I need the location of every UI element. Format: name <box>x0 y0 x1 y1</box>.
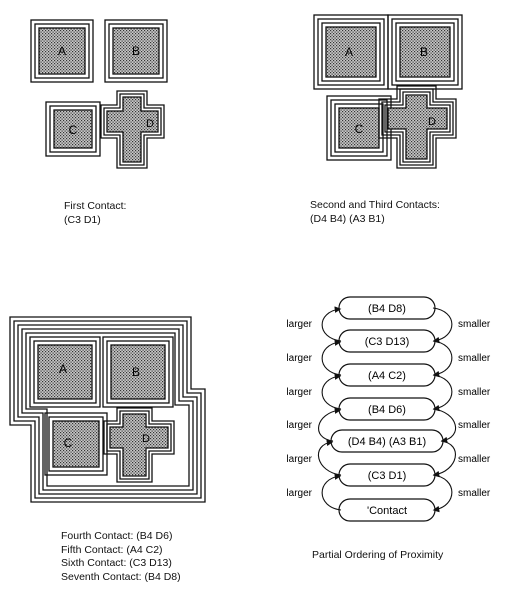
smaller-labels: smaller smaller smaller smaller smaller … <box>458 319 491 499</box>
smaller-label-2: smaller <box>458 353 491 364</box>
block-a-label: A <box>59 362 67 376</box>
smaller-arrow-5 <box>432 440 456 478</box>
node-3-label: (A4 C2) <box>368 370 406 382</box>
larger-arrows <box>317 306 342 511</box>
node-1-label: (B4 D8) <box>368 303 406 315</box>
node-5-label: (D4 B4) (A3 B1) <box>348 436 426 448</box>
node-6: (C3 D1) <box>338 463 436 487</box>
caption-first-contact-detail: (C3 D1) <box>64 213 101 226</box>
block-b: B <box>387 14 463 90</box>
node-2-label: (C3 D13) <box>365 336 410 348</box>
smaller-arrow-6 <box>432 474 453 513</box>
node-4-label: (B4 D6) <box>368 404 406 416</box>
block-d-label: D <box>428 116 436 128</box>
node-6-label: (C3 D1) <box>368 470 407 482</box>
smaller-arrow-1 <box>432 307 453 344</box>
caption-fourth-seventh-contacts: Fourth Contact: (B4 D6) Fifth Contact: (… <box>61 530 181 584</box>
caption-partial-ordering-text: Partial Ordering of Proximity <box>312 549 444 561</box>
block-b-label: B <box>420 45 428 59</box>
larger-arrow-6 <box>321 473 342 511</box>
block-c-label: C <box>69 123 78 137</box>
node-2: (C3 D13) <box>338 329 436 353</box>
block-d: D <box>100 90 165 169</box>
block-a: A <box>29 336 101 408</box>
contact-outline-rings <box>9 316 206 503</box>
caption-line-fifth: Fifth Contact: (A4 C2) <box>61 543 163 556</box>
caption-line-sixth: Sixth Contact: (C3 D13) <box>61 557 172 569</box>
smaller-label-4: smaller <box>458 420 491 431</box>
smaller-label-1: smaller <box>458 319 491 330</box>
smaller-label-6: smaller <box>458 488 491 499</box>
node-1: (B4 D8) <box>338 296 436 320</box>
larger-label-1: larger <box>286 319 312 330</box>
block-a: A <box>313 14 389 90</box>
larger-label-3: larger <box>286 387 312 398</box>
node-5: (D4 B4) (A3 B1) <box>330 429 444 453</box>
node-7: 'Contact <box>338 498 436 522</box>
larger-label-2: larger <box>286 353 312 364</box>
block-c: C <box>326 95 392 161</box>
larger-arrow-1 <box>321 306 342 342</box>
caption-line-seventh: Seventh Contact: (B4 D8) <box>61 570 181 583</box>
panel-fourth-seventh-contacts: A B C D <box>9 316 206 503</box>
caption-second-third-contacts: Second and Third Contacts: (D4 B4) (A3 B… <box>310 199 440 226</box>
smaller-label-3: smaller <box>458 387 491 398</box>
block-c: C <box>44 412 108 476</box>
block-c-label: C <box>64 436 73 450</box>
caption-first-contact-title: First Contact: <box>64 200 127 212</box>
node-4: (B4 D6) <box>338 397 436 421</box>
panel-second-third-contacts: A B C D <box>313 14 463 169</box>
panel-first-contact: A B C D <box>30 19 168 169</box>
smaller-label-5: smaller <box>458 454 491 465</box>
block-b-label: B <box>132 365 140 379</box>
block-d-label: D <box>142 433 150 445</box>
block-b: B <box>102 336 174 408</box>
block-b: B <box>104 19 168 83</box>
caption-partial-ordering: Partial Ordering of Proximity <box>312 549 443 563</box>
caption-second-third-title: Second and Third Contacts: <box>310 199 440 211</box>
node-3: (A4 C2) <box>338 363 436 387</box>
block-a-label: A <box>58 44 66 58</box>
block-b-label: B <box>132 44 140 58</box>
smaller-arrow-2 <box>432 340 453 378</box>
block-a: A <box>30 19 94 83</box>
block-a-label: A <box>345 45 353 59</box>
block-d: D <box>103 407 175 483</box>
larger-label-4: larger <box>286 420 312 431</box>
block-d-label: D <box>146 118 154 130</box>
smaller-arrows <box>432 307 457 513</box>
block-d: D <box>378 85 457 169</box>
node-7-label: 'Contact <box>367 505 407 517</box>
caption-second-third-detail: (D4 B4) (A3 B1) <box>310 212 385 225</box>
block-c-label: C <box>355 122 364 136</box>
larger-labels: larger larger larger larger larger large… <box>286 319 312 499</box>
smaller-arrow-3 <box>432 374 453 412</box>
smaller-arrow-4 <box>432 408 457 444</box>
caption-line-fourth: Fourth Contact: (B4 D6) <box>61 530 173 542</box>
partial-ordering-diagram: (B4 D8) (C3 D13) (A4 C2) (B4 D6) (D4 B4)… <box>286 296 491 522</box>
block-c: C <box>45 101 101 157</box>
caption-first-contact: First Contact: (C3 D1) <box>64 200 126 227</box>
larger-arrow-2 <box>321 339 342 376</box>
larger-label-5: larger <box>286 454 312 465</box>
larger-arrow-3 <box>321 373 342 410</box>
larger-label-6: larger <box>286 488 312 499</box>
